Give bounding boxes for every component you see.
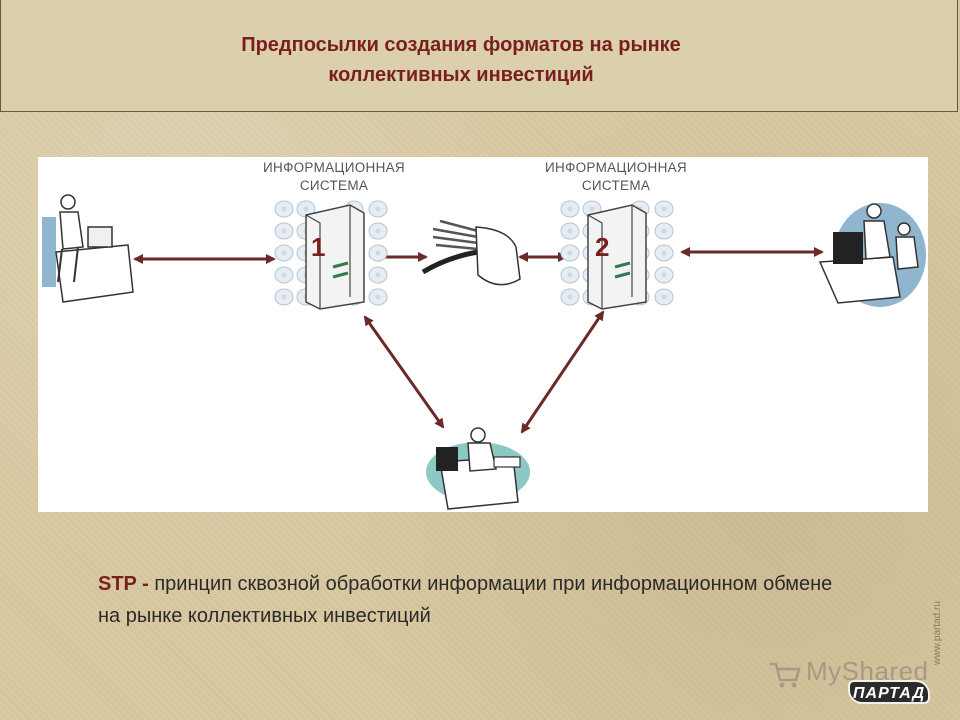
system1-label-line1: ИНФОРМАЦИОННАЯ	[263, 160, 405, 175]
page-title-line2: коллективных инвестиций	[328, 64, 594, 86]
page-title-line1: Предпосылки создания форматов на рынке	[241, 34, 681, 56]
caption-text: принцип сквозной обработки информации пр…	[98, 573, 833, 627]
website-url: www.partad.ru	[932, 601, 943, 665]
information-system-1	[274, 200, 388, 310]
caption-term: STP -	[98, 573, 149, 595]
information-system-2	[560, 200, 674, 310]
system2-label: ИНФОРМАЦИОННАЯ СИСТЕМА	[516, 159, 716, 195]
arrow-system2-bottom-user	[520, 310, 605, 434]
arrow-system1-bottom-user	[363, 315, 445, 429]
bottom-user-illustration	[426, 427, 530, 510]
cart-icon	[770, 662, 801, 688]
system1-number: 1	[311, 232, 326, 262]
system1-label: ИНФОРМАЦИОННАЯ СИСТЕМА	[234, 159, 434, 195]
system1-label-line2: СИСТЕМА	[299, 178, 369, 193]
system2-label-line2: СИСТЕМА	[581, 178, 651, 193]
header-bar: Предпосылки создания форматов на рынке к…	[0, 0, 958, 112]
partad-logo: ПАРТАД	[848, 680, 930, 704]
system2-number: 2	[595, 232, 610, 262]
handshake-connector-illustration	[421, 219, 521, 286]
diagram-panel: ИНФОРМАЦИОННАЯ СИСТЕМА ИНФОРМАЦИОННАЯ СИ…	[38, 157, 928, 512]
right-users-illustration	[818, 203, 926, 307]
left-user-illustration	[42, 194, 134, 303]
caption: STP - принцип сквозной обработки информа…	[98, 568, 858, 632]
diagram-canvas	[42, 194, 926, 510]
system2-label-line1: ИНФОРМАЦИОННАЯ	[545, 160, 687, 175]
